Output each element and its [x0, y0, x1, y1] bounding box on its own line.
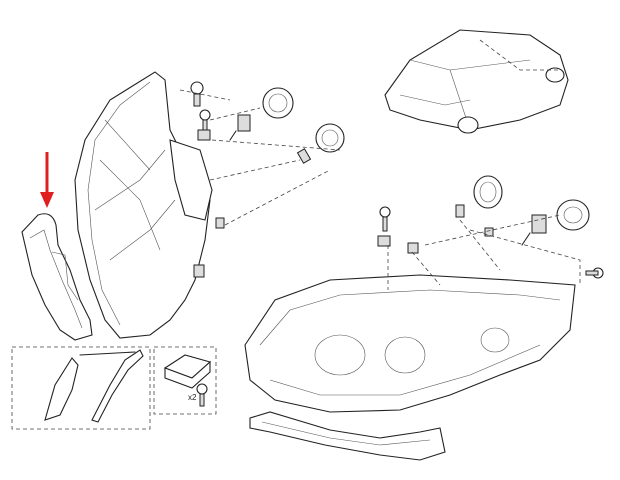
- headlamp-front-view: [244, 274, 576, 413]
- right-fasteners: [377, 175, 604, 290]
- headlamp-side-view: [74, 71, 213, 339]
- indicator-arrow: [40, 152, 54, 208]
- left-fasteners: [179, 81, 345, 229]
- quantity-label: x2: [188, 393, 197, 402]
- indicator-strip-part: [249, 411, 446, 461]
- trim-parts-box: [11, 346, 151, 430]
- side-strip-part: [21, 213, 93, 341]
- control-module-box: x2: [153, 346, 217, 415]
- vehicle-location-view: [384, 29, 569, 134]
